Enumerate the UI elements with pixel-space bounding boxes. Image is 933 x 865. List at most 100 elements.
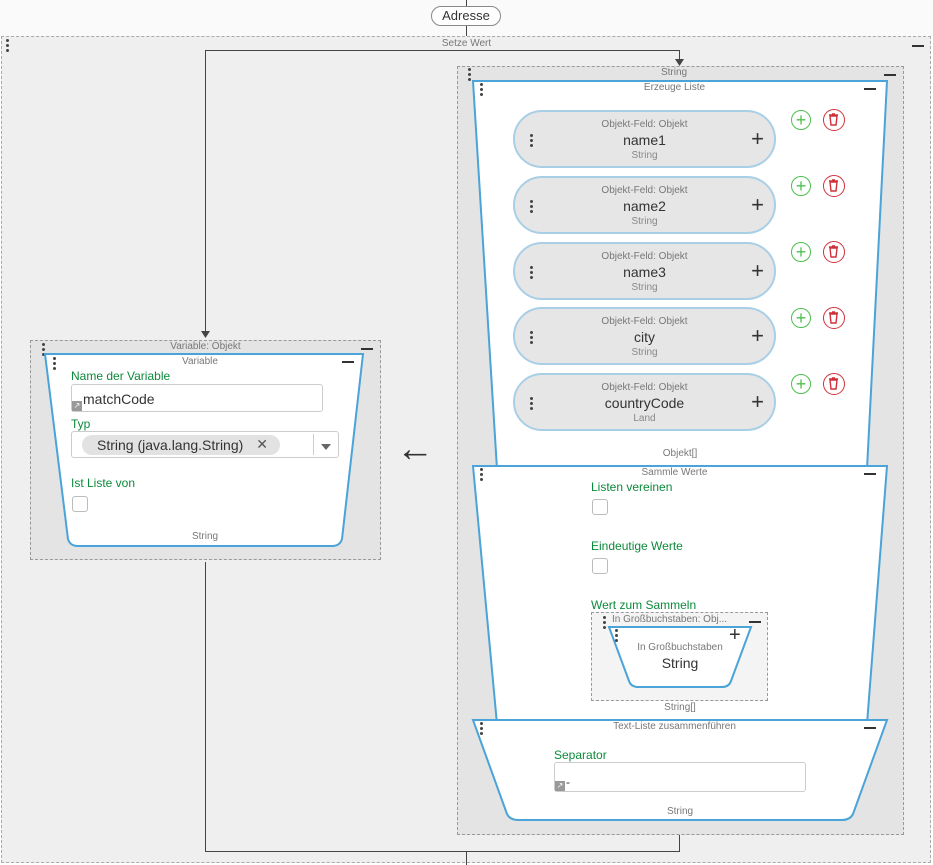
setze-wert-title: Setze Wert [441, 38, 492, 49]
item-type: String [631, 216, 658, 227]
item-menu-icon[interactable] [530, 134, 534, 149]
item-name: name2 [623, 198, 666, 214]
objekt-feld-name3[interactable]: Objekt-Feld: Objekt name3 String + [513, 242, 776, 300]
item-menu-icon[interactable] [530, 266, 534, 281]
sammle-werte-frame [471, 465, 889, 724]
select-divider [313, 434, 314, 455]
grossbuchstaben-inner-frame [607, 626, 753, 688]
item-name: countryCode [604, 395, 685, 411]
text-liste-collapse-icon[interactable] [864, 727, 876, 729]
add-icon[interactable]: + [791, 308, 811, 328]
variable-objekt-menu-icon[interactable] [42, 343, 46, 358]
adresse-label: Adresse [442, 8, 490, 23]
grossbuchstaben-menu-icon[interactable] [603, 616, 607, 631]
text-liste-footer: String [666, 806, 694, 817]
listen-vereinen-label: Listen vereinen [591, 480, 673, 494]
plus-icon[interactable]: + [751, 126, 764, 151]
erzeuge-liste-collapse-icon[interactable] [864, 88, 876, 90]
adresse-node[interactable]: Adresse [431, 6, 501, 26]
add-icon[interactable]: + [791, 110, 811, 130]
grossbuchstaben-inner-title: In Großbuchstaben [637, 642, 723, 653]
sammle-werte-collapse-icon[interactable] [864, 473, 876, 475]
type-label: Typ [71, 417, 91, 431]
add-icon[interactable]: + [791, 242, 811, 262]
variable-objekt-title: Variable: Objekt [170, 341, 241, 352]
erzeuge-liste-footer: Objekt[] [662, 448, 698, 459]
item-menu-icon[interactable] [530, 397, 534, 412]
chevron-down-icon[interactable] [321, 444, 331, 450]
sammle-werte-menu-icon[interactable] [480, 468, 484, 483]
variable-collapse-icon[interactable] [342, 361, 354, 363]
expand-icon[interactable]: ↗ [555, 781, 565, 791]
variable-menu-icon[interactable] [53, 357, 57, 372]
item-kind: Objekt-Feld: Objekt [601, 185, 688, 196]
item-type: String [631, 150, 658, 161]
trash-icon[interactable] [823, 241, 845, 263]
plus-icon[interactable]: + [751, 389, 764, 414]
type-select[interactable]: String (java.lang.String) ✕ [71, 431, 339, 458]
plus-icon[interactable]: + [751, 258, 764, 283]
trash-icon[interactable] [823, 373, 845, 395]
item-menu-icon[interactable] [530, 331, 534, 346]
trash-icon[interactable] [823, 109, 845, 131]
eindeutige-werte-label: Eindeutige Werte [591, 539, 683, 553]
grossbuchstaben-collapse-icon[interactable] [749, 621, 761, 623]
grossbuchstaben-inner-menu-icon[interactable] [615, 629, 619, 644]
add-icon[interactable]: + [791, 176, 811, 196]
string-block-collapse-icon[interactable] [884, 74, 896, 76]
objekt-feld-name1[interactable]: Objekt-Feld: Objekt name1 String + [513, 110, 776, 168]
list-label: Ist Liste von [71, 476, 136, 490]
erzeuge-liste-menu-icon[interactable] [480, 83, 484, 98]
eindeutige-werte-checkbox[interactable] [592, 558, 608, 574]
trash-icon[interactable] [823, 307, 845, 329]
bottom-connector-line [466, 852, 467, 865]
text-liste-title: Text-Liste zusammenführen [613, 721, 736, 732]
objekt-feld-name2[interactable]: Objekt-Feld: Objekt name2 String + [513, 176, 776, 234]
item-kind: Objekt-Feld: Objekt [601, 251, 688, 262]
variable-title: Variable [182, 356, 218, 367]
grossbuchstaben-plus-icon[interactable]: + [729, 624, 741, 646]
variable-footer: String [191, 531, 219, 542]
item-type: Land [633, 413, 656, 424]
setze-wert-collapse-icon[interactable] [912, 45, 924, 47]
plus-icon[interactable]: + [751, 192, 764, 217]
item-kind: Objekt-Feld: Objekt [601, 382, 688, 393]
text-liste-menu-icon[interactable] [480, 722, 484, 737]
item-menu-icon[interactable] [530, 200, 534, 215]
type-chip-label: String (java.lang.String) [97, 437, 244, 453]
list-checkbox[interactable] [72, 496, 88, 512]
item-kind: Objekt-Feld: Objekt [601, 119, 688, 130]
separator-label: Separator [554, 748, 607, 762]
wert-zum-sammeln-label: Wert zum Sammeln [591, 598, 697, 612]
item-type: String [631, 347, 658, 358]
separator-input[interactable]: - ↗ [554, 762, 806, 792]
plus-icon[interactable]: + [751, 323, 764, 348]
name-input[interactable]: matchCode ↗ [71, 384, 323, 412]
name-value: matchCode [83, 391, 155, 407]
grossbuchstaben-type: String [661, 655, 699, 671]
separator-value: - [566, 775, 570, 789]
setze-wert-menu-icon[interactable] [6, 39, 10, 54]
item-type: String [631, 282, 658, 293]
item-name: name3 [623, 264, 666, 280]
item-name: city [634, 329, 655, 345]
objekt-feld-city[interactable]: Objekt-Feld: Objekt city String + [513, 307, 776, 365]
variable-objekt-collapse-icon[interactable] [361, 348, 373, 350]
listen-vereinen-checkbox[interactable] [592, 499, 608, 515]
grossbuchstaben-title: In Großbuchstaben: Obj... [612, 614, 728, 625]
sammle-werte-footer: String[] [664, 702, 696, 713]
name-label: Name der Variable [71, 369, 171, 383]
chip-remove-icon[interactable]: ✕ [256, 436, 268, 452]
erzeuge-liste-title: Erzeuge Liste [643, 82, 706, 93]
expand-icon[interactable]: ↗ [72, 401, 82, 411]
item-name: name1 [623, 132, 666, 148]
string-block-title: String [660, 67, 688, 78]
left-arrow-icon: ← [396, 428, 434, 470]
sammle-werte-title: Sammle Werte [641, 467, 708, 478]
add-icon[interactable]: + [791, 374, 811, 394]
item-kind: Objekt-Feld: Objekt [601, 316, 688, 327]
trash-icon[interactable] [823, 175, 845, 197]
string-block-menu-icon[interactable] [468, 68, 472, 83]
objekt-feld-countrycode[interactable]: Objekt-Feld: Objekt countryCode Land + [513, 373, 776, 431]
